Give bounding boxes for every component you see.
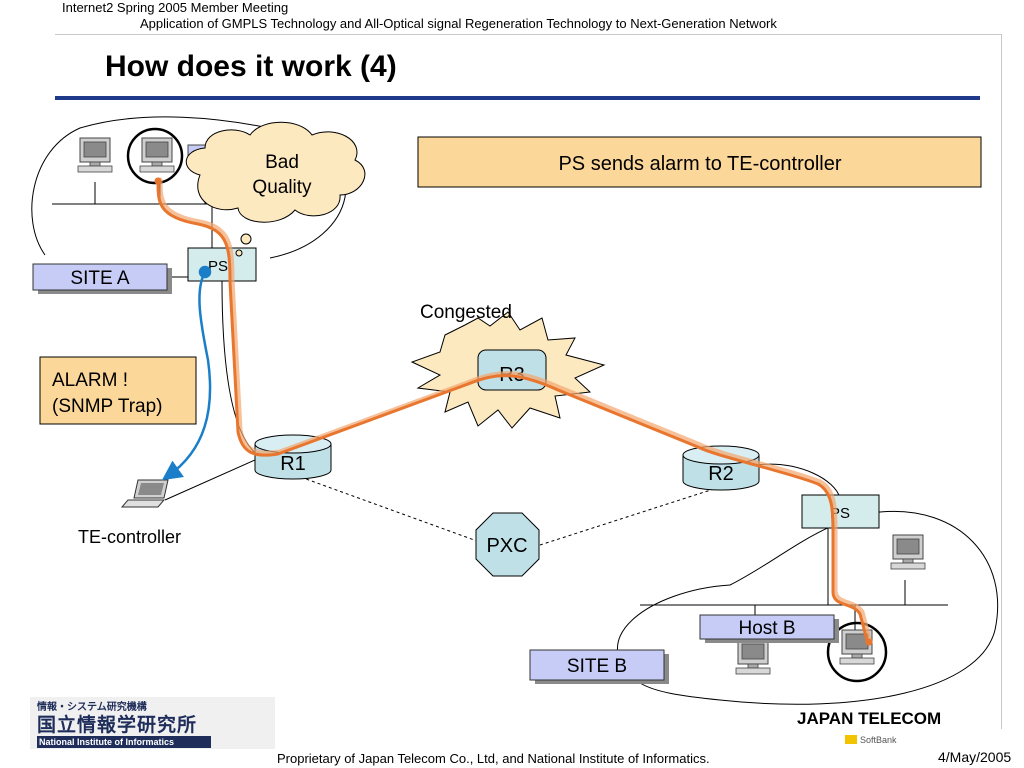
japan-telecom-logo: JAPAN TELECOM	[797, 709, 942, 728]
slide-frame-right	[1001, 34, 1002, 729]
info-callout-text: PS sends alarm to TE-controller	[558, 153, 841, 175]
site-b-pc-2-icon	[735, 639, 771, 675]
te-controller-laptop-icon	[120, 479, 169, 508]
site-b-label-box	[529, 649, 665, 681]
site-a-pc-2-icon	[139, 137, 175, 173]
proprietary-notice: Proprietary of Japan Telecom Co., Ltd, a…	[277, 751, 710, 766]
highlight-circle-host-b	[826, 621, 888, 683]
title-rule	[55, 96, 980, 100]
ps-a-label: PS	[208, 258, 228, 275]
alarm-callout-box	[39, 356, 197, 425]
presentation-subtitle: Application of GMPLS Technology and All-…	[140, 16, 777, 31]
bad-quality-line1: Bad	[265, 152, 299, 173]
site-b-boundary	[617, 510, 999, 705]
slide-frame-top	[55, 34, 1002, 35]
pxc-octagon	[475, 512, 540, 577]
ps-b-box	[801, 494, 880, 529]
alarm-arrow	[161, 265, 212, 481]
slide-title: How does it work (4)	[105, 50, 397, 83]
host-b-label: Host B	[738, 618, 795, 639]
alarm-line2: (SNMP Trap)	[52, 396, 163, 417]
event-name: Internet2 Spring 2005 Member Meeting	[62, 0, 289, 15]
site-a-pc-1-icon	[77, 137, 113, 173]
softbank-mark-icon	[845, 735, 857, 744]
traffic-path	[157, 177, 873, 645]
te-controller-label: TE-controller	[78, 527, 181, 547]
bad-quality-cloud	[185, 121, 366, 257]
r1-label: R1	[280, 453, 306, 475]
info-callout-box	[417, 136, 982, 188]
r2-label: R2	[708, 463, 734, 485]
slide-date: 4/May/2005	[938, 749, 1012, 765]
softbank-logo-text: SoftBank	[860, 735, 897, 745]
pxc-label: PXC	[486, 535, 527, 557]
site-b-label: SITE B	[567, 656, 627, 677]
highlight-circle-site-a	[126, 127, 184, 185]
nii-logo-small-text: 情報・システム研究機構	[37, 702, 147, 713]
nii-logo-main-text: 国立情報学研究所	[37, 715, 198, 736]
congested-label: Congested	[420, 302, 512, 323]
alarm-line1: ALARM !	[52, 370, 128, 391]
site-a-boundary	[31, 116, 347, 259]
site-b-pc-1-icon	[890, 534, 926, 570]
host-b-label-box	[699, 614, 835, 640]
site-a-label: SITE A	[70, 268, 129, 289]
nii-logo-english: National Institute of Informatics	[37, 736, 211, 748]
bad-quality-line2: Quality	[252, 177, 312, 198]
site-a-label-box	[32, 263, 168, 291]
